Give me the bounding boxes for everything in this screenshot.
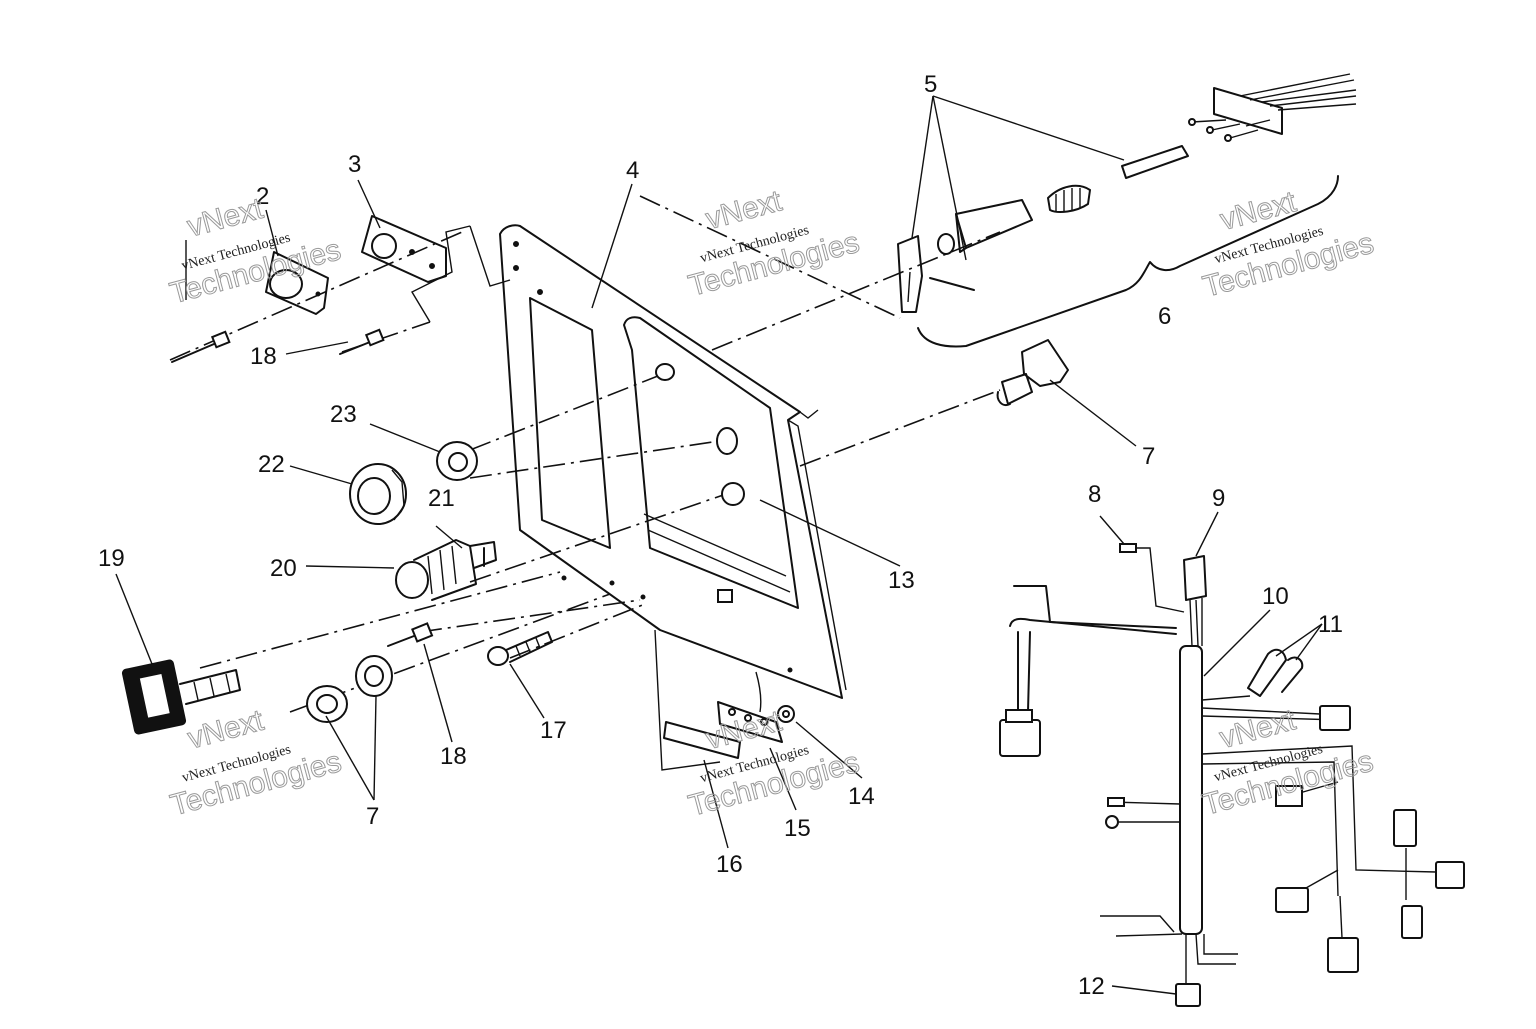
callout-22: 22 bbox=[258, 451, 285, 478]
callout-17: 17 bbox=[540, 717, 567, 744]
callout-13: 13 bbox=[888, 567, 915, 594]
callout-15: 15 bbox=[784, 815, 811, 842]
callout-9: 9 bbox=[1212, 485, 1225, 512]
callout-5: 5 bbox=[924, 71, 937, 98]
leader-lines bbox=[115, 95, 1323, 995]
dash-panel bbox=[499, 224, 847, 771]
callout-10: 10 bbox=[1262, 583, 1289, 610]
watermark-top-left: vNext vNext Technologies Technologies bbox=[166, 191, 345, 311]
callout-8: 8 bbox=[1088, 481, 1101, 508]
watermark-word-top: vNext bbox=[1217, 185, 1300, 237]
watermark-top-right: vNext vNext Technologies Technologies bbox=[1199, 185, 1378, 305]
terminal-strip bbox=[663, 671, 795, 759]
callout-20: 20 bbox=[270, 555, 297, 582]
callout-7-nut: 7 bbox=[366, 803, 379, 830]
callout-12: 12 bbox=[1078, 973, 1105, 1000]
watermark-word-top: vNext bbox=[184, 192, 267, 244]
light-assembly bbox=[171, 215, 447, 363]
callout-18-top: 18 bbox=[250, 343, 277, 370]
callout-16: 16 bbox=[716, 851, 743, 878]
watermark-bottom-center: vNext vNext Technologies Technologies bbox=[685, 704, 864, 824]
callout-6: 6 bbox=[1158, 303, 1171, 330]
callout-7-toggle: 7 bbox=[1142, 443, 1155, 470]
callout-19: 19 bbox=[98, 545, 125, 572]
callouts: 2 3 4 5 6 7 7 8 9 10 11 12 13 14 15 16 1… bbox=[98, 71, 1343, 1000]
callout-4: 4 bbox=[626, 157, 639, 184]
callout-3: 3 bbox=[348, 151, 361, 178]
watermark-top-center: vNext vNext Technologies Technologies bbox=[685, 184, 864, 304]
ignition-parts bbox=[121, 441, 553, 735]
callout-11: 11 bbox=[1318, 611, 1343, 638]
callout-21: 21 bbox=[428, 485, 455, 512]
callout-2: 2 bbox=[256, 183, 269, 210]
toggle-switch bbox=[996, 339, 1069, 406]
switch-assembly bbox=[897, 73, 1357, 348]
callout-18-bottom: 18 bbox=[440, 743, 467, 770]
callout-23: 23 bbox=[330, 401, 357, 428]
watermark-word-top: vNext bbox=[184, 704, 267, 756]
watermark-word-top: vNext bbox=[702, 184, 785, 236]
callout-14: 14 bbox=[848, 783, 875, 810]
wiring-harness bbox=[999, 543, 1465, 1007]
